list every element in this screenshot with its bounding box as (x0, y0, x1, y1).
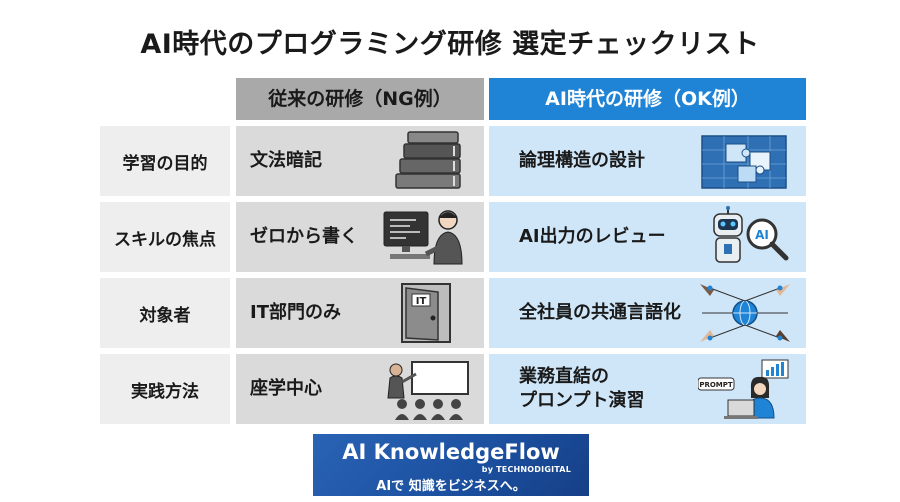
table-row: 学習の目的 文法暗記 論理構造の設計 (100, 126, 806, 196)
column-header-ok: AI時代の研修（OK例） (489, 78, 806, 120)
brand-name: AI KnowledgeFlow (342, 440, 560, 464)
prompt-card-text: PROMPT (699, 381, 733, 389)
row-label: 対象者 (100, 278, 230, 348)
page-title: AI時代のプログラミング研修 選定チェックリスト (140, 29, 760, 60)
ng-text: ゼロから書く (250, 225, 358, 247)
ok-text: 業務直結の プロンプト演習 (519, 354, 644, 424)
ai-badge-text: AI (755, 228, 769, 242)
books-icon (395, 131, 461, 189)
robot-magnifier-icon: AI (713, 206, 789, 263)
ok-cell: AI出力のレビュー AI (489, 202, 806, 272)
brand-byline: by TECHNODIGITAL (481, 465, 571, 474)
ng-cell: ゼロから書く (236, 202, 484, 272)
row-label: 実践方法 (100, 354, 230, 424)
ng-cell: 座学中心 (236, 354, 484, 424)
table-row: 実践方法 座学中心 業務直結の プロンプト演習 (100, 354, 806, 424)
ok-text: AI出力のレビュー (519, 225, 666, 247)
ok-text-line-1: 業務直結の (519, 365, 609, 387)
ok-cell: 業務直結の プロンプト演習 PROMPT (489, 354, 806, 424)
ok-text-line-2: プロンプト演習 (519, 390, 645, 411)
ng-text: IT部門のみ (250, 301, 341, 323)
coder-at-computer-icon (383, 210, 463, 265)
brand-logo: AI KnowledgeFlow by TECHNODIGITAL AIで 知識… (313, 434, 589, 496)
puzzle-blueprint-icon (701, 135, 787, 189)
ng-text: 座学中心 (250, 377, 322, 399)
ok-text: 論理構造の設計 (519, 149, 645, 171)
brand-tagline: AIで 知識をビジネスへ。 (376, 479, 526, 494)
lecture-classroom-icon (387, 361, 469, 420)
table-row: スキルの焦点 ゼロから書く AI出力のレビュー (100, 202, 806, 272)
table-row: 対象者 IT部門のみ IT 全社員の共通言語化 (100, 278, 806, 348)
row-label: 学習の目的 (100, 126, 230, 196)
ng-cell: 文法暗記 (236, 126, 484, 196)
prompt-laptop-icon: PROMPT (698, 359, 789, 419)
door-sign-text: IT (416, 296, 427, 307)
column-header-ng: 従来の研修（NG例） (236, 78, 484, 120)
closed-door-icon: IT (401, 283, 451, 343)
row-label: スキルの焦点 (100, 202, 230, 272)
ng-cell: IT部門のみ IT (236, 278, 484, 348)
ok-text: 全社員の共通言語化 (519, 301, 681, 323)
ng-text: 文法暗記 (250, 149, 322, 171)
ok-cell: 全社員の共通言語化 (489, 278, 806, 348)
network-hands-icon (700, 284, 790, 342)
ok-cell: 論理構造の設計 (489, 126, 806, 196)
